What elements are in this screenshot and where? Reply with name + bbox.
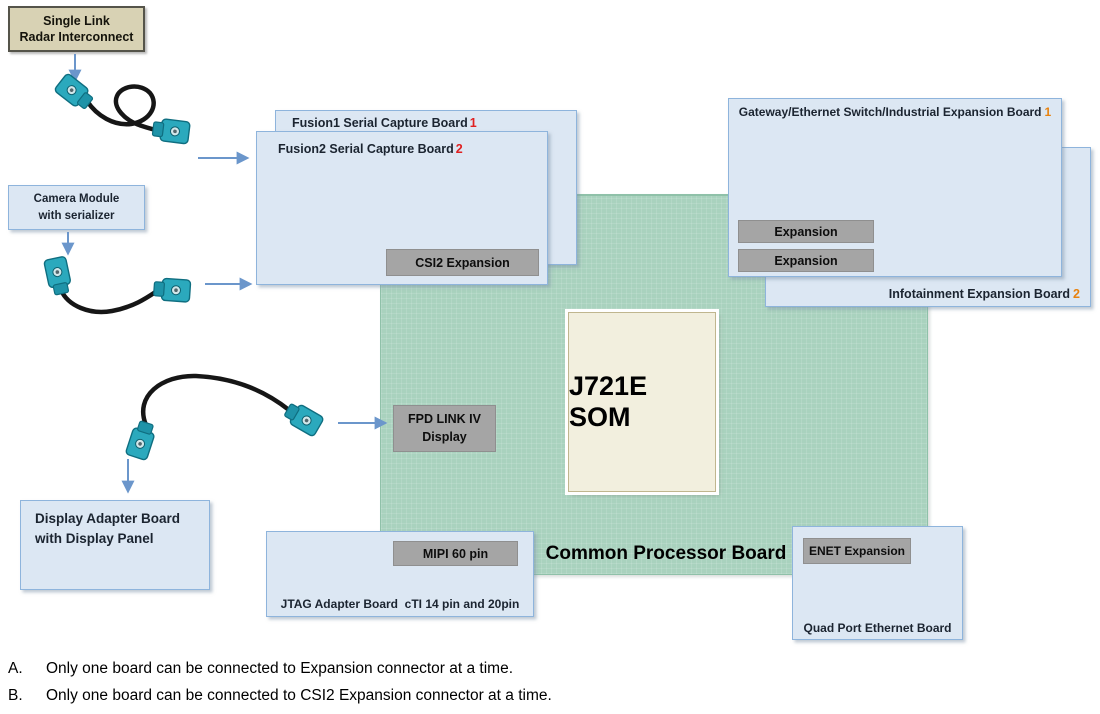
expansion-connector-2: Expansion (738, 249, 874, 272)
note-b-letter: B. (8, 687, 23, 704)
camera-label-line2: with serializer (38, 209, 115, 222)
fusion1-title: Fusion1 Serial Capture Board (292, 116, 468, 130)
expansion-connector-1: Expansion (738, 220, 874, 243)
infotainment-title: Infotainment Expansion Board (888, 287, 1071, 301)
note-a-text: Only one board can be connected to Expan… (46, 660, 514, 677)
enet-expansion-connector: ENET Expansion (803, 538, 911, 564)
jtag-adapter-board: MIPI 60 pin JTAG Adapter Board cTI 14 pi… (266, 531, 534, 617)
csi2-expansion-connector: CSI2 Expansion (386, 249, 539, 276)
fpd-link-label-line2: Display (422, 429, 467, 444)
jtag-board-label: JTAG Adapter Board cTI 14 pin and 20pin (280, 597, 520, 611)
note-b: B. Only one board can be connected to CS… (8, 687, 708, 705)
display-adapter-board: Display Adapter Board with Display Panel (20, 500, 210, 590)
fakra-connector-icon (43, 256, 72, 296)
fpd-link-label-line1: FPD LINK IV (408, 412, 481, 426)
camera-label-line1: Camera Module (33, 193, 120, 206)
fakra-connector-icon (284, 403, 324, 437)
display-adapter-line1: Display Adapter Board (35, 511, 181, 526)
mipi-connector-label: MIPI 60 pin (422, 546, 489, 561)
gateway-board: Gateway/Ethernet Switch/Industrial Expan… (728, 98, 1062, 277)
expansion-connector-2-label: Expansion (774, 253, 838, 268)
camera-cable-icon (43, 256, 192, 315)
notes-section: A. Only one board can be connected to Ex… (8, 660, 708, 714)
radar-label-line1: Single Link (43, 13, 110, 28)
gateway-number: 1 (1044, 105, 1052, 119)
fusion2-number: 2 (455, 142, 463, 156)
fusion1-number: 1 (469, 116, 477, 130)
display-adapter-line2: with Display Panel (35, 530, 154, 546)
camera-module-box: Camera Module with serializer (8, 185, 145, 230)
fpd-link-connector: FPD LINK IV Display (393, 405, 496, 452)
fakra-connector-icon (54, 73, 94, 110)
enet-expansion-label: ENET Expansion (808, 544, 906, 558)
note-a-letter: A. (8, 660, 23, 677)
common-processor-board-label: Common Processor Board (545, 543, 787, 564)
gateway-title: Gateway/Ethernet Switch/Industrial Expan… (738, 105, 1042, 119)
radar-interconnect-box: Single Link Radar Interconnect (8, 6, 145, 52)
fakra-connector-icon (125, 420, 155, 461)
fakra-connector-icon (153, 277, 192, 303)
infotainment-number: 2 (1073, 287, 1080, 301)
radar-label-line2: Radar Interconnect (19, 30, 134, 44)
fakra-connector-icon (151, 118, 191, 145)
quad-port-board-label: Quad Port Ethernet Board (803, 621, 952, 635)
expansion-connector-1-label: Expansion (774, 224, 838, 239)
fusion2-title: Fusion2 Serial Capture Board (278, 142, 454, 156)
radar-cable-icon (54, 73, 191, 145)
quad-port-ethernet-board: ENET Expansion Quad Port Ethernet Board (792, 526, 963, 640)
mipi-connector: MIPI 60 pin (393, 541, 518, 566)
display-cable-icon (125, 373, 324, 461)
j721e-som: J721E SOM (568, 312, 716, 492)
j721e-som-label: J721E SOM (569, 371, 648, 432)
csi2-expansion-label: CSI2 Expansion (415, 255, 510, 270)
note-a: A. Only one board can be connected to Ex… (8, 660, 708, 678)
note-b-text: Only one board can be connected to CSI2 … (46, 687, 552, 704)
